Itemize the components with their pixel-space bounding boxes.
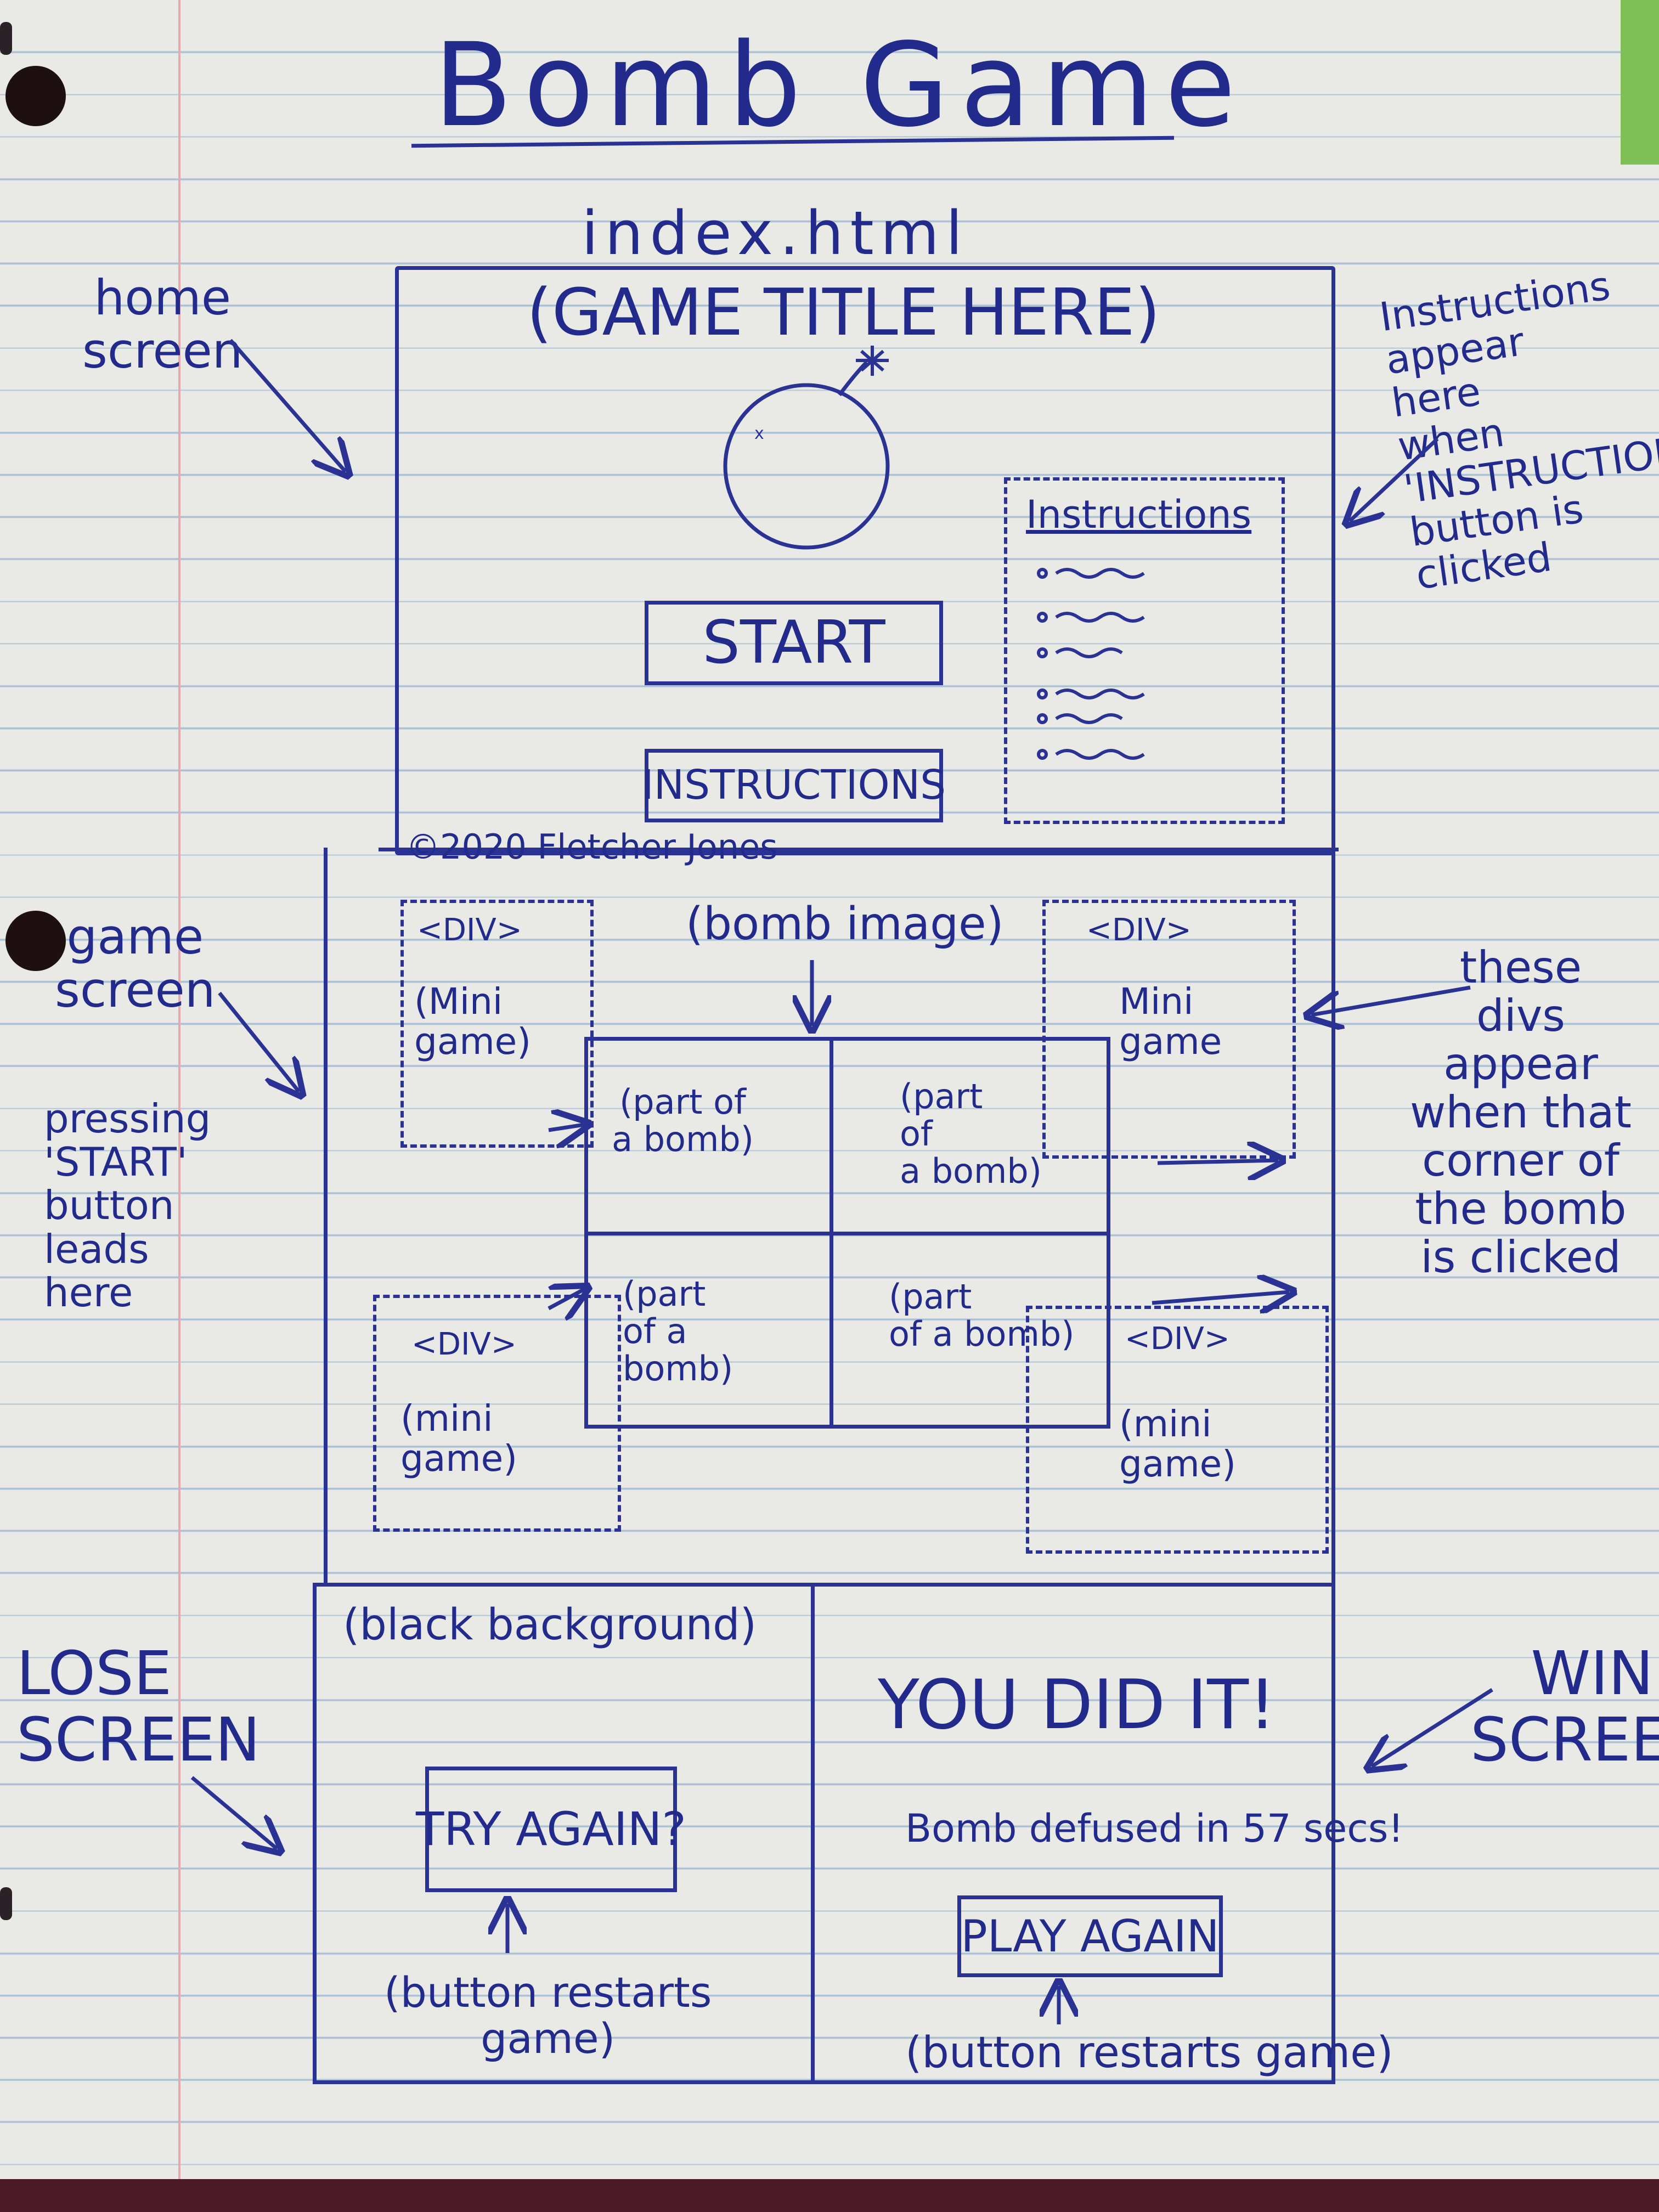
instructions-panel-title: Instructions	[1026, 492, 1252, 537]
instructions-button[interactable]: INSTRUCTIONS	[641, 749, 946, 822]
binding-ring	[0, 22, 12, 55]
mini-arrow-br	[1152, 1292, 1289, 1303]
mini-game-div-bottom-left[interactable]	[373, 1295, 621, 1532]
divs-note-arrow	[1311, 985, 1471, 1015]
bomb-part-bottom-left[interactable]: (part of a bomb)	[623, 1274, 733, 1389]
instructions-list-scribbles	[1037, 568, 1145, 760]
home-screen-arrow	[229, 338, 346, 472]
file-label: index.html	[582, 198, 969, 268]
lose-screen-label: LOSE SCREEN	[16, 1638, 261, 1775]
game-title-placeholder: (GAME TITLE HERE)	[527, 274, 1160, 350]
binder-hole	[5, 911, 66, 971]
div-tag-bottom-left: <DIV>	[411, 1327, 517, 1362]
mini-arrow-tr	[1157, 1160, 1278, 1163]
div-tag-top-left: <DIV>	[417, 912, 522, 948]
bomb-grid-horizontal	[584, 1232, 1110, 1235]
start-leads-note: pressing 'START' button leads here	[44, 1096, 211, 1316]
play-again-button[interactable]: PLAY AGAIN	[957, 1895, 1223, 1977]
try-again-button[interactable]: TRY AGAIN?	[416, 1767, 686, 1892]
divs-appear-note: these divs appear when that corner of th…	[1410, 942, 1632, 1283]
win-screen-label: WIN SCREEN	[1470, 1638, 1659, 1775]
bomb-part-top-left[interactable]: (part of a bomb)	[612, 1082, 754, 1160]
win-button-note: (button restarts game)	[905, 2028, 1393, 2078]
win-heading: YOU DID IT!	[878, 1666, 1276, 1745]
end-screens-frame	[313, 1583, 1335, 2084]
instructions-panel	[1004, 477, 1285, 824]
instructions-button-label: INSTRUCTIONS	[641, 761, 946, 809]
lose-button-note: (button restarts game)	[384, 1968, 712, 2063]
page-title: Bomb Game	[433, 18, 1247, 153]
margin-line	[178, 0, 180, 2212]
div-tag-bottom-right: <DIV>	[1125, 1321, 1230, 1357]
bomb-part-top-right[interactable]: (part of a bomb)	[900, 1076, 1042, 1192]
lose-win-divider	[811, 1583, 815, 2082]
start-button-label: START	[702, 608, 885, 677]
win-subtext: Bomb defused in 57 secs!	[905, 1806, 1404, 1851]
lose-screen-arrow	[190, 1776, 277, 1849]
mini-game-label-top-right: Mini game	[1119, 980, 1222, 1063]
mini-game-div-top-left[interactable]	[400, 900, 594, 1148]
mini-game-label-bottom-right: (mini game)	[1119, 1403, 1236, 1485]
game-screen-label: game screen	[55, 909, 216, 1018]
bomb-icon: x	[723, 346, 890, 550]
copyright-text: ©2020 Fletcher Jones	[406, 827, 778, 867]
black-background-note: (black background)	[343, 1600, 757, 1650]
bomb-part-bottom-right[interactable]: (part of a bomb)	[889, 1277, 1075, 1355]
binder-hole	[5, 66, 66, 126]
game-screen-arrow	[218, 991, 299, 1092]
svg-text:x: x	[754, 424, 764, 443]
mini-game-div-top-right[interactable]	[1042, 900, 1296, 1159]
bomb-image-label: (bomb image)	[686, 898, 1004, 950]
table-edge	[0, 2179, 1659, 2212]
mini-arrow-bl	[548, 1289, 584, 1308]
home-divider	[379, 848, 1339, 851]
home-screen-frame	[395, 266, 1335, 855]
mini-game-label-top-left: (Mini game)	[414, 980, 531, 1063]
mini-game-label-bottom-left: (mini game)	[400, 1397, 517, 1480]
div-tag-top-right: <DIV>	[1086, 912, 1192, 948]
mini-arrow-tl	[548, 1125, 584, 1130]
binding-ring	[0, 1887, 12, 1920]
win-screen-arrow	[1372, 1688, 1493, 1767]
home-screen-label: home screen	[82, 269, 243, 379]
start-button[interactable]: START	[645, 601, 943, 685]
mini-game-div-bottom-right[interactable]	[1026, 1306, 1329, 1554]
background-object	[1621, 0, 1659, 165]
try-again-label: TRY AGAIN?	[415, 1802, 687, 1857]
play-again-label: PLAY AGAIN	[961, 1910, 1220, 1962]
instructions-note-arrow	[1350, 437, 1439, 521]
